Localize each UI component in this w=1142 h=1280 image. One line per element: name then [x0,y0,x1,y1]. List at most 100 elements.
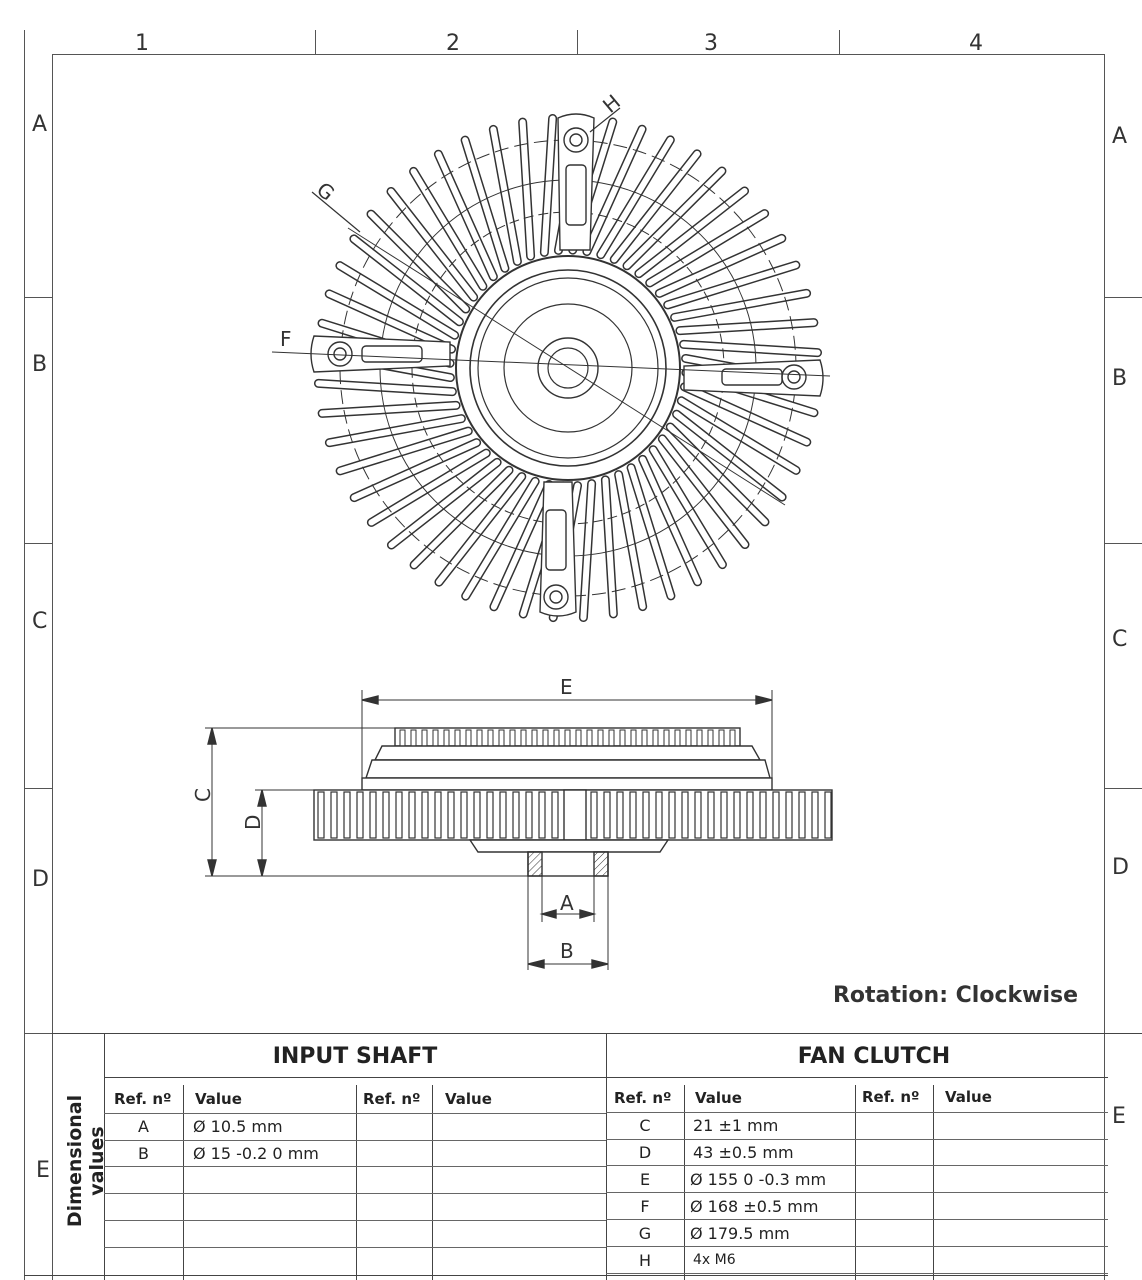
label-d: D [241,815,265,830]
fc-row-line-5 [606,1246,1108,1247]
fin [578,479,597,623]
fc-row-d-value: 43 ±0.5 mm [693,1143,794,1162]
crown-fin [652,729,659,747]
fc-col-line-1 [684,1085,685,1280]
band-fin [499,791,507,839]
band-fin [668,791,676,839]
crown-fin [498,729,505,747]
col-divider-1 [315,30,316,54]
is-col-line-3 [432,1085,433,1280]
fc-row-e-value: Ø 155 0 -0.3 mm [690,1170,827,1189]
is-header-value-1: Value [195,1090,242,1108]
frame-left-outer [24,30,25,1280]
band-fin [629,791,637,839]
is-header-ref-1: Ref. nº [114,1090,172,1108]
crown-fin [641,729,648,747]
band-fin [486,791,494,839]
band-fin [421,791,429,839]
fin [679,339,823,358]
fc-row-f-ref: F [640,1197,650,1216]
crown-fin [553,729,560,747]
crown-fin [520,729,527,747]
crown-fin [630,729,637,747]
fc-row-line-1 [606,1139,1108,1140]
band-fin [395,791,403,839]
fc-row-h-value: 4x M6 [693,1252,736,1268]
front-view [271,107,831,623]
is-row-line-3 [104,1193,606,1194]
is-row-a-ref: A [138,1117,149,1136]
row-letter-right-d: D [1112,855,1129,880]
band-fin [694,791,702,839]
is-row-a-value: Ø 10.5 mm [193,1117,283,1136]
hub-ring-4 [503,303,633,433]
crown-fin [399,729,406,747]
fc-row-line-4 [606,1219,1108,1220]
col-divider-3 [839,30,840,54]
fc-row-line-2 [606,1165,1108,1166]
crown-fin [685,729,692,747]
row-divider-right-3 [1104,788,1142,789]
label-a: A [560,891,574,915]
fc-row-line-3 [606,1192,1108,1193]
label-h: H [598,90,625,118]
label-f: F [280,327,292,351]
col-divider-2 [577,30,578,54]
fin [335,426,473,476]
label-g: G [312,177,339,205]
fin [539,113,558,257]
crown-fin [454,729,461,747]
band-fin [460,791,468,839]
band-fin [824,791,832,839]
is-row-line-4 [104,1220,606,1221]
row-letter-right-c: C [1112,627,1128,652]
band-fin [642,791,650,839]
row-divider-left-4 [24,1033,52,1034]
row-letter-left-e: E [36,1158,50,1183]
table-top-border [52,1033,1142,1034]
band-fin [512,791,520,839]
crown-fin [542,729,549,747]
band-fin [785,791,793,839]
frame-left-inner [52,54,53,1280]
mount-tab-left [310,335,451,373]
mount-tab-bottom [539,481,577,617]
crown-fin [564,729,571,747]
column-number-2: 2 [446,31,460,56]
band-fin [772,791,780,839]
mount-tab-right [683,359,824,397]
rotation-note: Rotation: Clockwise [833,983,1078,1008]
band-fin [707,791,715,839]
band-fin [473,791,481,839]
band-fin [603,791,611,839]
band-fin [616,791,624,839]
hub-ring-6 [547,347,589,389]
crown-fin [410,729,417,747]
band-fin [551,791,559,839]
crown-fin [718,729,725,747]
crown-fin [729,729,736,747]
band-fin [343,791,351,839]
is-header-ref-2: Ref. nº [363,1090,421,1108]
fin [317,400,461,418]
band-fin [434,791,442,839]
is-col-line-2 [356,1085,357,1280]
band-fin [408,791,416,839]
crown-fin [531,729,538,747]
fc-header-value-1: Value [695,1089,742,1107]
band-fin [720,791,728,839]
mount-tab-top [557,113,595,251]
row-divider-left-2 [24,543,52,544]
crown-fin [597,729,604,747]
input-shaft-title: INPUT SHAFT [272,1044,438,1069]
band-fin [655,791,663,839]
fin [582,124,647,257]
hub-ring-2 [469,269,667,467]
fc-header-ref-2: Ref. nº [862,1088,920,1106]
band-fin [759,791,767,839]
fin [349,234,464,327]
band-fin [538,791,546,839]
row-letter-left-c: C [32,609,48,634]
band-fin [330,791,338,839]
fc-row-f-value: Ø 168 ±0.5 mm [690,1197,819,1216]
